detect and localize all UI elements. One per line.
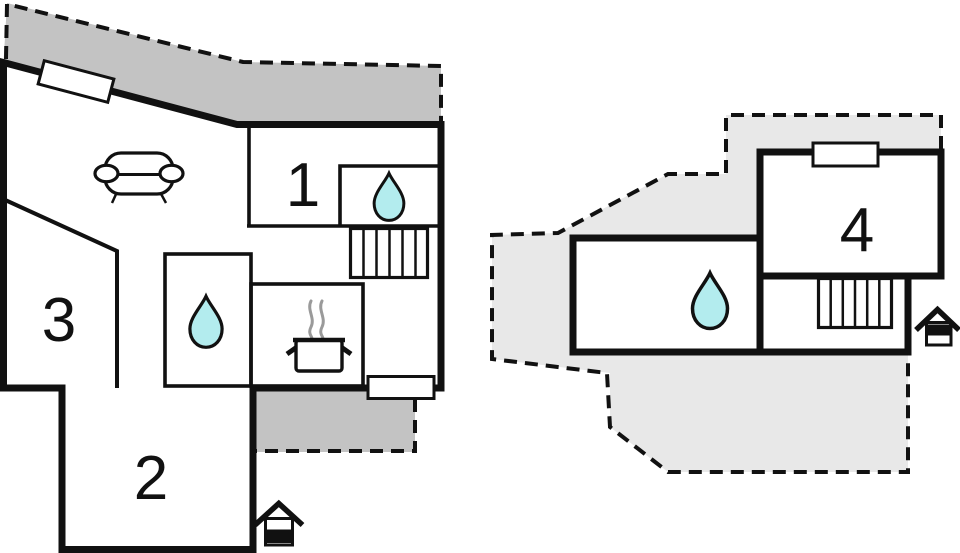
- room-2-label: 2: [134, 444, 168, 513]
- water-drop-icon: [690, 268, 730, 331]
- stairs-icon: [816, 276, 894, 330]
- plot-boundary-dashed: [255, 399, 417, 453]
- steam-line: [319, 299, 325, 341]
- stove-pot-icon: [285, 299, 353, 373]
- window-icon: [811, 141, 880, 168]
- window-icon: [36, 58, 116, 105]
- bathroom1-walls: [338, 164, 441, 226]
- room-4-label: 4: [840, 196, 874, 265]
- sauna-house-icon: [914, 305, 960, 347]
- room-1-label: 1: [286, 151, 320, 220]
- building-right: 4: [569, 141, 945, 356]
- stairs-icon: [348, 226, 430, 280]
- kitchen-walls: [249, 282, 365, 388]
- room-3-label: 3: [42, 286, 76, 355]
- sofa-icon: [93, 151, 185, 204]
- building-left: 1 2 3: [0, 57, 445, 553]
- water-drop-icon: [188, 292, 224, 349]
- terrace-top-left: [3, 1, 443, 124]
- plot-boundary-dashed: [4, 1, 443, 121]
- room3-walls: [2, 197, 119, 388]
- steam-line: [308, 299, 314, 341]
- window-icon: [366, 375, 436, 400]
- water-drop-icon: [372, 169, 406, 222]
- plot-boundary-dashed: [490, 113, 943, 474]
- terrace-bottom-left: [253, 390, 417, 453]
- sauna-house-icon: [253, 499, 305, 547]
